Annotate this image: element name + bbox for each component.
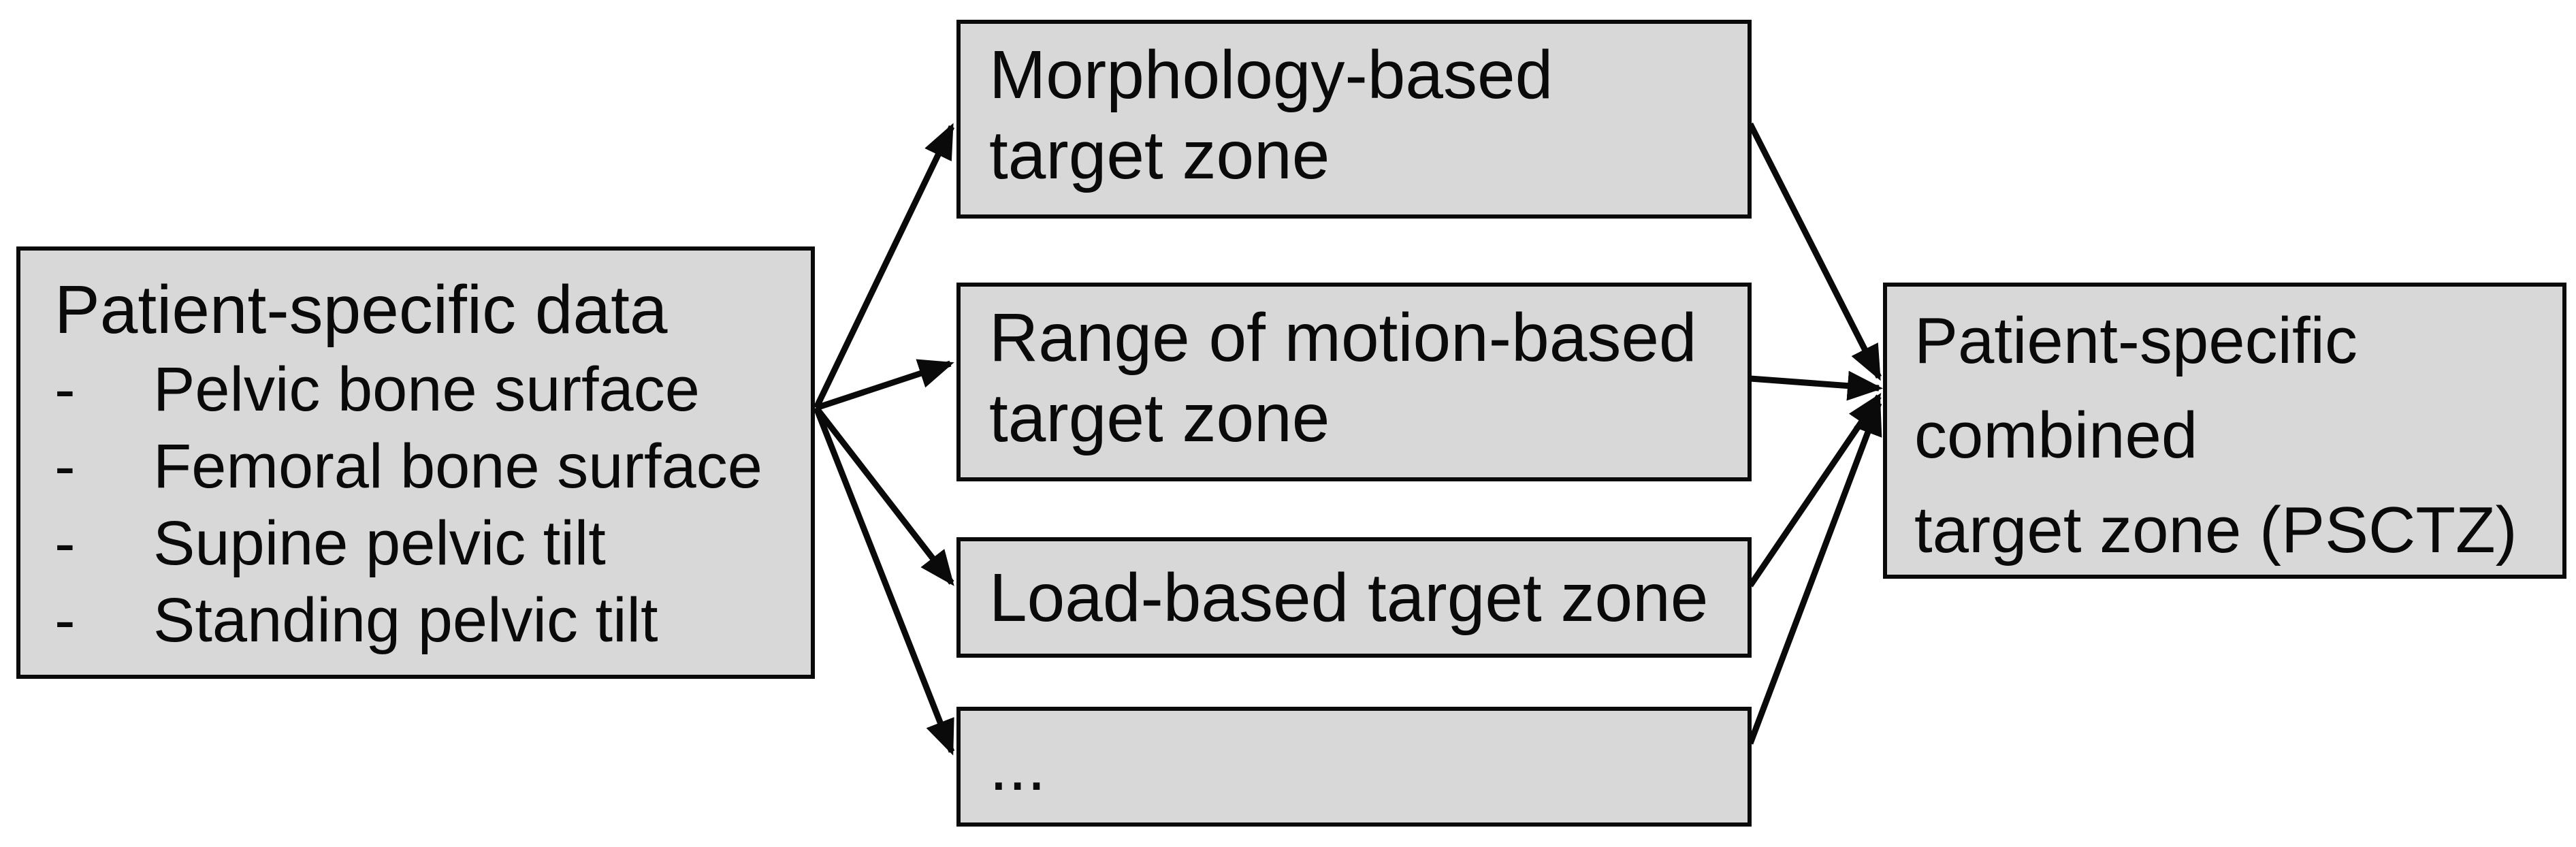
arrow-source-to-ellipsis <box>813 406 955 756</box>
box-text-line: Range of motion-based <box>989 300 1697 376</box>
load-based-target-zone-box: Load-based target zone <box>956 537 1752 658</box>
list-item-label: Standing pelvic tilt <box>153 586 658 655</box>
list-item: - Pelvic bone surface <box>54 351 790 428</box>
arrow-ellipsis-to-result <box>1747 399 1882 745</box>
arrow-load-to-result <box>1748 393 1882 588</box>
arrow-range-of-motion-to-result <box>1750 370 1883 401</box>
dash-bullet: - <box>54 509 76 578</box>
dash-bullet: - <box>54 586 76 655</box>
dash-bullet: - <box>54 355 76 424</box>
box-text-line: target zone (PSCTZ) <box>1914 494 2517 566</box>
box-text-line: combined <box>1914 399 2198 472</box>
list-item-label: Pelvic bone surface <box>153 355 700 424</box>
psctz-result-box: Patient-specific combined target zone (P… <box>1883 283 2566 579</box>
arrow-source-to-range-of-motion <box>815 359 954 411</box>
dash-bullet: - <box>54 432 76 501</box>
box-text-line: target zone <box>989 380 1330 456</box>
list-item: - Supine pelvic tilt <box>54 505 790 582</box>
box-text-line: ... <box>989 729 1046 805</box>
ellipsis-target-zone-box: ... <box>956 707 1752 827</box>
box-text-line: target zone <box>989 117 1330 193</box>
list-item-label: Femoral bone surface <box>153 432 762 501</box>
arrow-morphology-to-result <box>1747 122 1882 381</box>
morphology-target-zone-box: Morphology-based target zone <box>956 20 1752 219</box>
range-of-motion-target-zone-box: Range of motion-based target zone <box>956 283 1752 481</box>
list-item: - Standing pelvic tilt <box>54 582 790 659</box>
box-text-line: Morphology-based <box>989 37 1553 113</box>
list-item: - Femoral bone surface <box>54 428 790 505</box>
arrow-source-to-morphology <box>813 123 955 409</box>
arrow-source-to-load <box>814 406 954 586</box>
box-text-line: Patient-specific <box>1914 304 2357 377</box>
list-item-label: Supine pelvic tilt <box>153 509 606 578</box>
box-text-line: Load-based target zone <box>989 559 1709 636</box>
patient-data-box: Patient-specific data - Pelvic bone surf… <box>16 246 815 679</box>
patient-data-title: Patient-specific data <box>54 272 668 348</box>
